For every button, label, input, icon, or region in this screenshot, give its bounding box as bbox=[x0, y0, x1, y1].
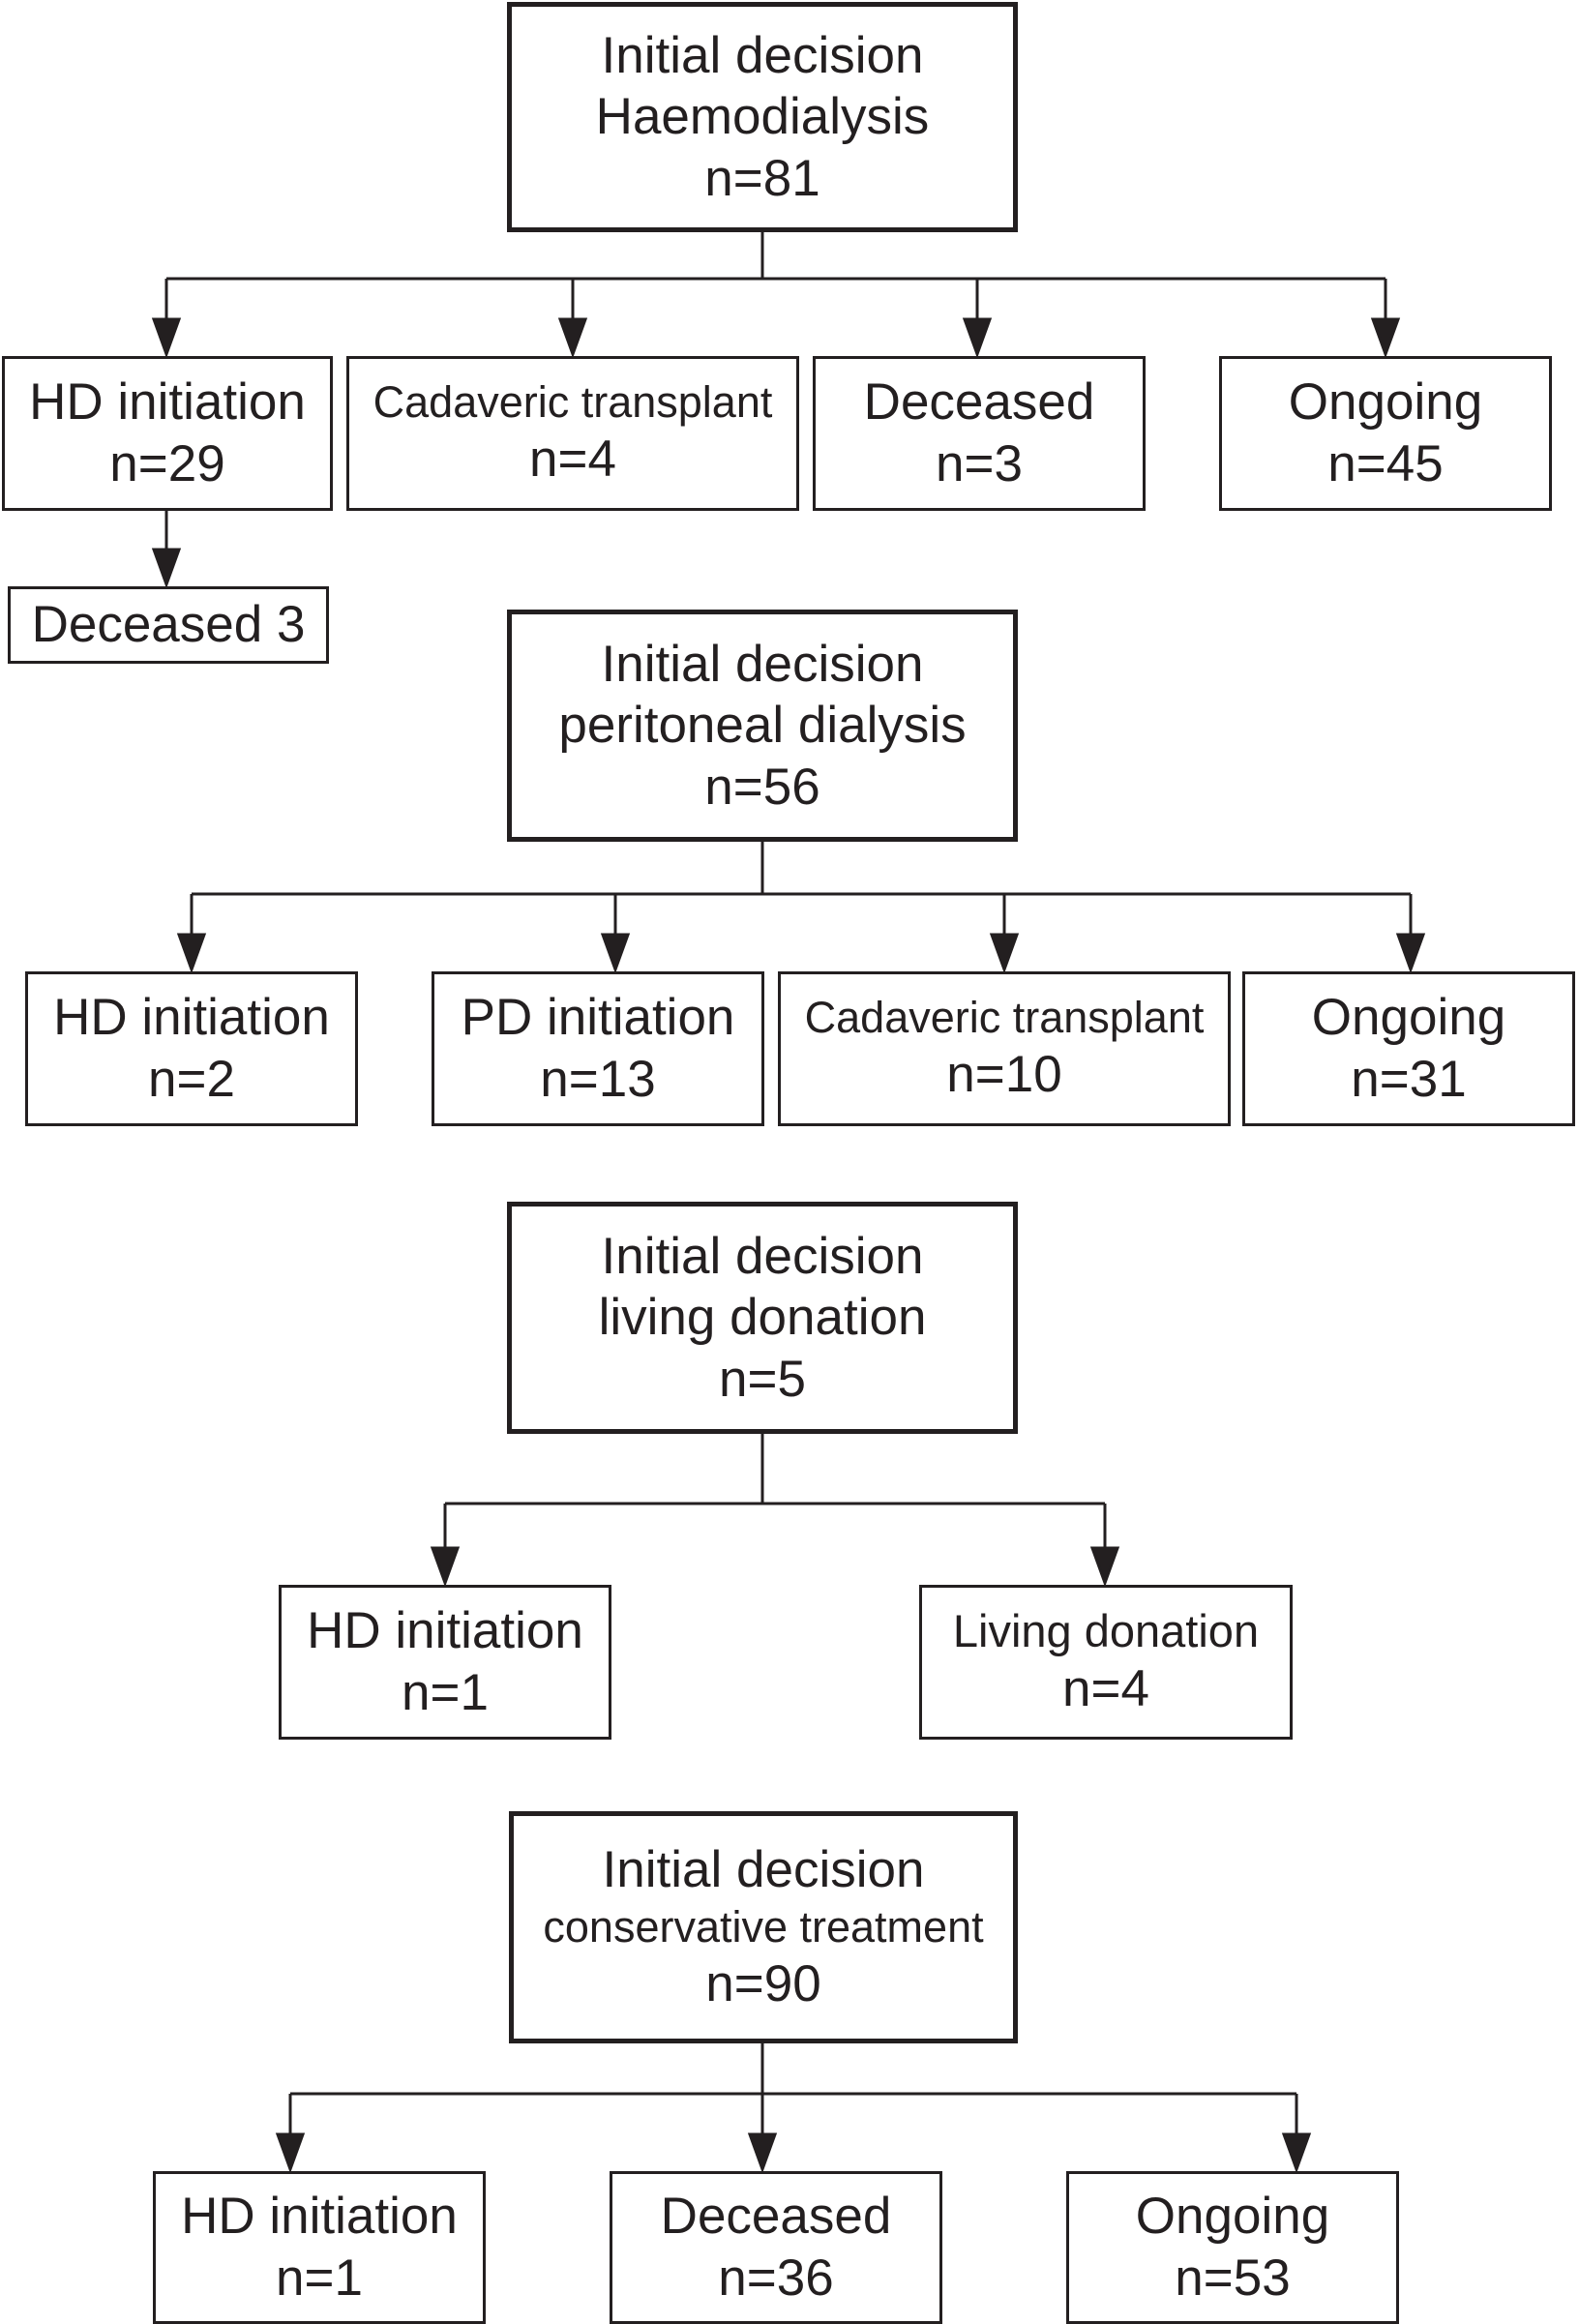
root-title: Initial decision bbox=[601, 26, 924, 84]
sub-outcome-box-deceased: Deceased 3 bbox=[8, 586, 329, 664]
outcome-count: n=10 bbox=[946, 1046, 1062, 1104]
outcome-count: n=4 bbox=[1062, 1660, 1149, 1718]
outcome-box-cadaveric-transplant: Cadaveric transplant n=10 bbox=[778, 971, 1231, 1126]
outcome-box-hd-initiation: HD initiation n=2 bbox=[25, 971, 358, 1126]
root-subtitle: living donation bbox=[598, 1289, 927, 1347]
arrowhead-ct-2 bbox=[747, 2132, 778, 2174]
arrowhead-ct-1 bbox=[275, 2132, 306, 2174]
root-box-haemodialysis: Initial decision Haemodialysis n=81 bbox=[507, 2, 1018, 232]
sub-outcome-label: Deceased 3 bbox=[31, 596, 306, 654]
outcome-label: HD initiation bbox=[181, 2188, 458, 2246]
outcome-count: n=3 bbox=[936, 435, 1023, 492]
root-box-conservative-treatment: Initial decision conservative treatment … bbox=[509, 1811, 1018, 2043]
arrowhead-ct-3 bbox=[1281, 2132, 1312, 2174]
outcome-label: Deceased bbox=[660, 2188, 892, 2246]
arrowhead-hd-1 bbox=[151, 317, 182, 359]
outcome-count: n=4 bbox=[529, 431, 616, 489]
outcome-count: n=29 bbox=[109, 435, 225, 492]
root-count: n=90 bbox=[705, 1955, 821, 2012]
root-title: Initial decision bbox=[601, 635, 924, 693]
outcome-label: HD initiation bbox=[307, 1602, 583, 1660]
arrowhead-hd-sub bbox=[151, 548, 182, 589]
arrowhead-hd-4 bbox=[1370, 317, 1401, 359]
outcome-count: n=36 bbox=[718, 2250, 834, 2307]
outcome-count: n=53 bbox=[1175, 2250, 1291, 2307]
outcome-label: HD initiation bbox=[29, 373, 306, 432]
arrowhead-ld-1 bbox=[430, 1546, 461, 1588]
outcome-label: Ongoing bbox=[1288, 373, 1483, 432]
root-box-living-donation: Initial decision living donation n=5 bbox=[507, 1202, 1018, 1434]
arrowhead-pd-4 bbox=[1395, 933, 1426, 974]
outcome-box-living-donation: Living donation n=4 bbox=[919, 1585, 1293, 1740]
outcome-box-deceased: Deceased n=36 bbox=[610, 2171, 942, 2324]
outcome-count: n=1 bbox=[402, 1664, 489, 1721]
root-count: n=56 bbox=[704, 758, 820, 816]
outcome-box-cadaveric-transplant: Cadaveric transplant n=4 bbox=[346, 356, 799, 511]
outcome-label: Ongoing bbox=[1135, 2188, 1330, 2246]
arrowhead-ld-2 bbox=[1089, 1546, 1120, 1588]
outcome-count: n=13 bbox=[540, 1051, 656, 1108]
outcome-box-deceased: Deceased n=3 bbox=[813, 356, 1146, 511]
root-subtitle: peritoneal dialysis bbox=[558, 697, 967, 755]
outcome-label: Ongoing bbox=[1311, 989, 1506, 1047]
outcome-label: Cadaveric transplant bbox=[804, 993, 1205, 1043]
outcome-box-ongoing: Ongoing n=31 bbox=[1242, 971, 1575, 1126]
outcome-box-ongoing: Ongoing n=53 bbox=[1066, 2171, 1399, 2324]
arrowhead-hd-3 bbox=[962, 317, 993, 359]
outcome-label: Deceased bbox=[863, 373, 1095, 432]
outcome-box-hd-initiation: HD initiation n=1 bbox=[279, 1585, 611, 1740]
outcome-label: Living donation bbox=[952, 1605, 1260, 1656]
outcome-label: Cadaveric transplant bbox=[372, 377, 773, 428]
outcome-count: n=1 bbox=[276, 2250, 363, 2307]
root-count: n=5 bbox=[719, 1350, 806, 1408]
outcome-label: HD initiation bbox=[53, 989, 330, 1047]
outcome-count: n=45 bbox=[1327, 435, 1444, 492]
outcome-box-ongoing: Ongoing n=45 bbox=[1219, 356, 1552, 511]
root-count: n=81 bbox=[704, 149, 820, 207]
arrowhead-pd-1 bbox=[176, 933, 207, 974]
arrowhead-pd-3 bbox=[989, 933, 1020, 974]
outcome-count: n=2 bbox=[148, 1051, 235, 1108]
outcome-count: n=31 bbox=[1351, 1051, 1467, 1108]
arrowhead-pd-2 bbox=[600, 933, 631, 974]
outcome-label: PD initiation bbox=[461, 989, 735, 1047]
root-box-peritoneal-dialysis: Initial decision peritoneal dialysis n=5… bbox=[507, 610, 1018, 842]
root-title: Initial decision bbox=[602, 1841, 925, 1899]
arrowhead-hd-2 bbox=[557, 317, 588, 359]
outcome-box-hd-initiation: HD initiation n=29 bbox=[2, 356, 333, 511]
root-title: Initial decision bbox=[601, 1227, 924, 1285]
root-subtitle: Haemodialysis bbox=[595, 88, 930, 146]
outcome-box-hd-initiation: HD initiation n=1 bbox=[153, 2171, 486, 2324]
root-subtitle: conservative treatment bbox=[543, 1902, 984, 1952]
outcome-box-pd-initiation: PD initiation n=13 bbox=[432, 971, 764, 1126]
